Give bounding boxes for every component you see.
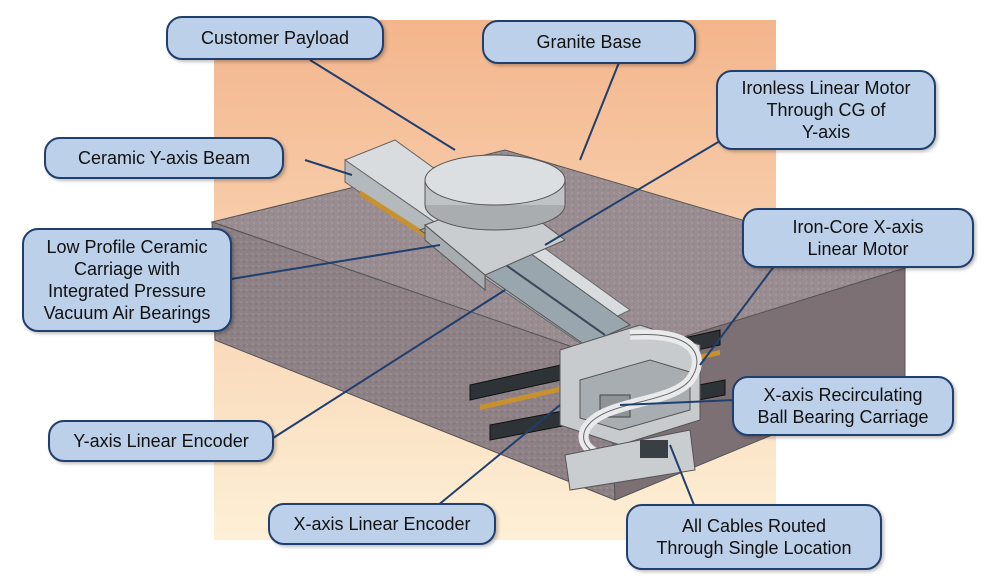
callout-low-profile-ceramic-carriage: Low Profile Ceramic Carriage with Integr… [22,228,232,332]
callout-ceramic-y-axis-beam: Ceramic Y-axis Beam [44,137,284,179]
callout-y-axis-linear-encoder: Y-axis Linear Encoder [48,420,274,462]
callout-all-cables-routed: All Cables Routed Through Single Locatio… [626,504,882,570]
callout-customer-payload: Customer Payload [166,16,384,60]
callout-ironless-linear-motor: Ironless Linear Motor Through CG of Y-ax… [716,70,936,150]
payload-top [424,154,566,206]
callout-x-axis-linear-encoder: X-axis Linear Encoder [268,503,496,545]
callout-iron-core-x-axis-motor: Iron-Core X-axis Linear Motor [742,208,974,268]
callout-granite-base: Granite Base [482,20,696,64]
leader-lines [224,59,791,521]
callout-x-axis-recirculating-carriage: X-axis Recirculating Ball Bearing Carria… [732,376,954,436]
